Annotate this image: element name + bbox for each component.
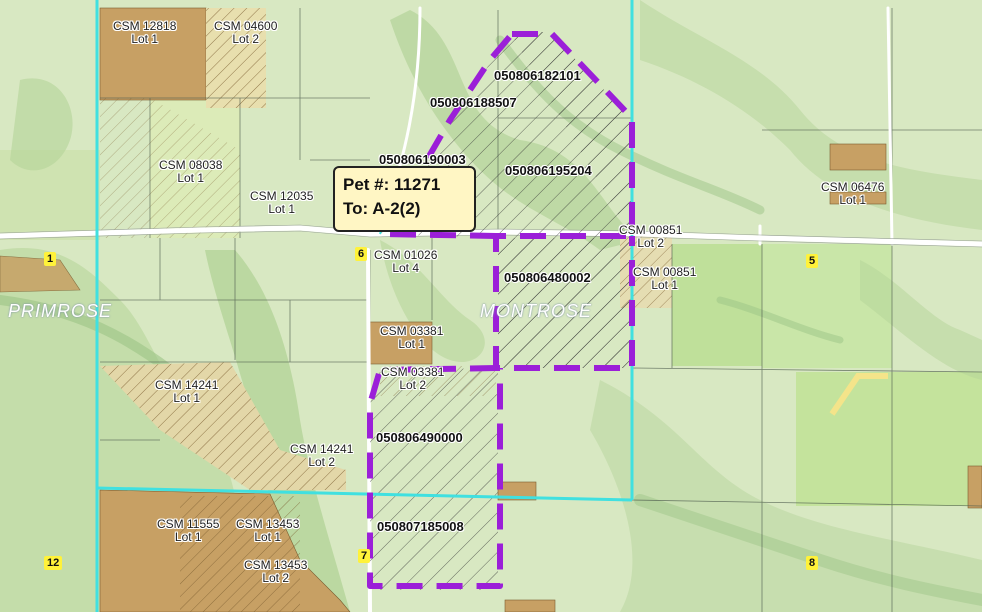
section-number: 5 — [806, 254, 819, 268]
csm-lot-west — [0, 255, 81, 293]
section-number: 7 — [358, 549, 371, 563]
petition-boundary — [367, 31, 635, 589]
csm-lot-small — [504, 599, 556, 612]
section-number: 6 — [355, 247, 368, 261]
section-number: 12 — [44, 556, 63, 570]
csm-lot-east — [967, 465, 982, 509]
csm-lot-06476 — [829, 143, 887, 171]
parcel-number: 050807185008 — [377, 519, 464, 534]
parcel-number: 050806188507 — [430, 95, 517, 110]
petition-zoning: To: A-2(2) — [343, 199, 421, 218]
parcel-number: 050806182101 — [494, 68, 581, 83]
parcel-number: 050806190003 — [379, 152, 466, 167]
driveway — [829, 373, 888, 416]
csm-lot-12818 — [99, 7, 207, 101]
petition-callout[interactable]: Pet #: 11271 To: A-2(2) — [333, 166, 476, 232]
petition-number: Pet #: 11271 — [343, 175, 441, 194]
parcel-number: 050806490000 — [376, 430, 463, 445]
field-area — [796, 372, 982, 506]
section-lines — [95, 0, 634, 612]
parcel-number: 050806480002 — [504, 270, 591, 285]
township-label: PRIMROSE — [8, 301, 113, 321]
township-label: MONTROSE — [480, 301, 593, 321]
parcel-number: 050806195204 — [505, 163, 592, 178]
section-number: 1 — [44, 252, 57, 266]
csm-lot-06476-b — [829, 191, 887, 205]
csm-lot-03381 — [369, 321, 433, 365]
section-number: 8 — [806, 556, 819, 570]
